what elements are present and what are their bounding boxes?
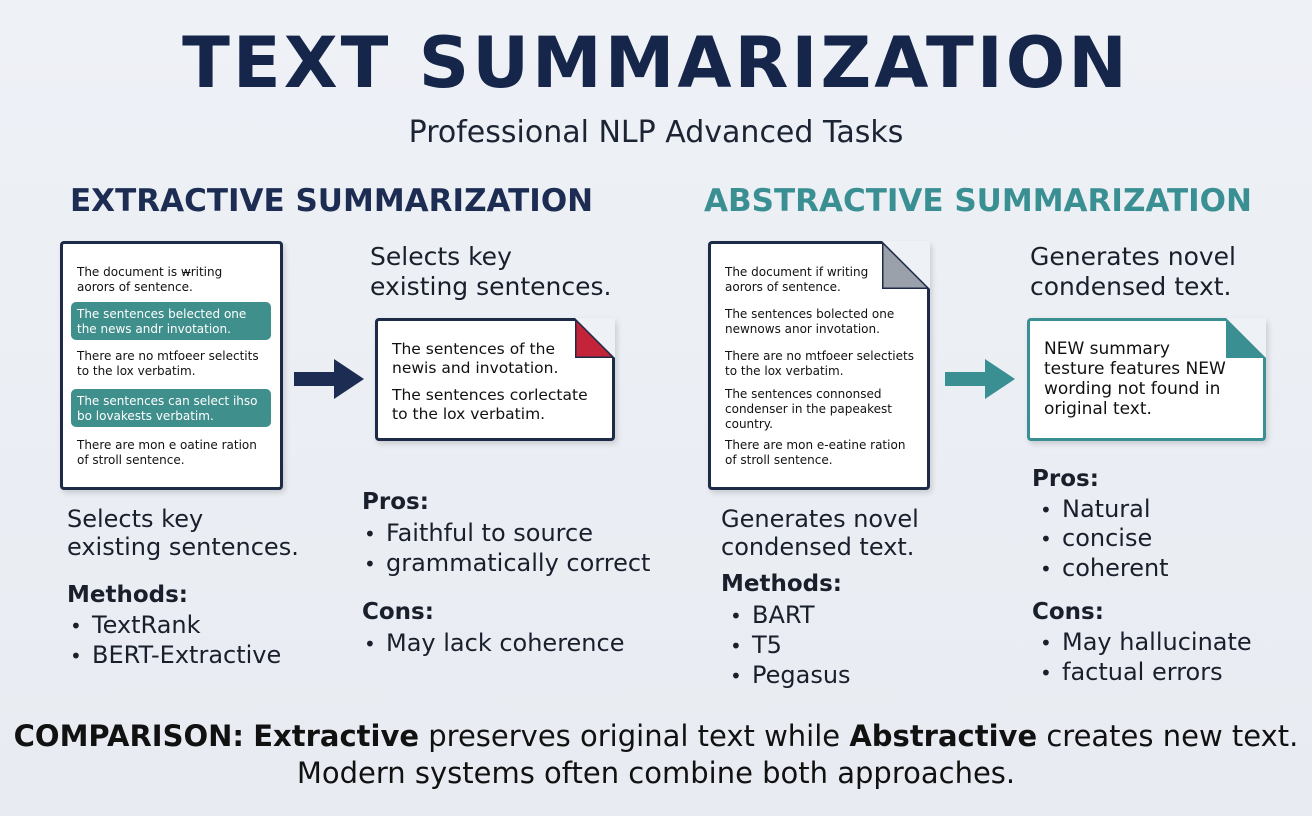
- abstractive-methods-label: Methods:: [721, 571, 843, 597]
- method-item: BART: [730, 600, 814, 631]
- pro-item: Natural: [1040, 494, 1151, 525]
- doc-line: of stroll sentence.: [77, 453, 185, 467]
- doc-line-highlighted: The sentences belected one: [77, 307, 247, 321]
- doc-line: There are no mtfoeer selectits: [77, 349, 259, 363]
- con-item: May hallucinate: [1040, 627, 1252, 658]
- summary-line: wording not found in: [1044, 379, 1221, 399]
- doc-line: The sentences bolected one: [725, 307, 895, 321]
- pro-item: Faithful to source: [364, 518, 593, 549]
- extractive-cons-label: Cons:: [362, 599, 434, 625]
- method-item: TextRank: [70, 610, 201, 641]
- extractive-source-document: The document is w̶riting aorors of sente…: [60, 241, 283, 490]
- abstractive-side-caption-line1: Generates novel: [1030, 242, 1236, 271]
- extractive-methods-label: Methods:: [67, 582, 189, 608]
- extractive-caption-line2: existing sentences.: [67, 533, 299, 561]
- doc-line: newnows anor invotation.: [725, 322, 880, 336]
- folded-corner-icon: [882, 241, 930, 289]
- doc-line: The document if writing: [725, 265, 869, 279]
- method-item: BERT-Extractive: [70, 640, 281, 671]
- comparison-label: COMPARISON:: [13, 719, 244, 753]
- abstractive-caption-line2: condensed text.: [721, 533, 915, 561]
- pro-item: grammatically correct: [364, 548, 650, 579]
- extractive-summary-document: The sentences of the newis and invotatio…: [375, 318, 615, 441]
- pro-item: concise: [1040, 523, 1152, 554]
- extractive-caption-line1: Selects key: [67, 505, 204, 533]
- comparison-mid-text: preserves original text while: [419, 719, 850, 753]
- comparison-footer-line2: Modern systems often combine both approa…: [296, 756, 1016, 790]
- doc-line: to the lox verbatim.: [77, 364, 196, 378]
- pro-item: coherent: [1040, 553, 1169, 584]
- comparison-end-text: creates new text.: [1037, 719, 1299, 753]
- abstractive-heading: ABSTRACTIVE SUMMARIZATION: [704, 183, 1252, 219]
- doc-line: There are mon e oatine ration: [77, 438, 257, 452]
- doc-line: There are no mtfoeer selectiets: [725, 349, 914, 363]
- doc-line: of stroll sentence.: [725, 453, 833, 467]
- doc-line-highlighted: the news andr invotation.: [77, 322, 231, 336]
- doc-line: The sentences connonsed: [725, 387, 882, 401]
- doc-line: country.: [725, 417, 773, 431]
- extractive-pros-label: Pros:: [362, 489, 429, 515]
- abstractive-cons-label: Cons:: [1032, 599, 1104, 625]
- doc-line-highlighted: bo lovakests verbatim.: [77, 409, 214, 423]
- page-title: TEXT SUMMARIZATION: [182, 22, 1130, 104]
- extractive-side-caption-line1: Selects key: [370, 242, 512, 271]
- right-arrow-icon: [294, 359, 364, 399]
- abstractive-term: Abstractive: [849, 719, 1038, 753]
- abstractive-side-caption-line2: condensed text.: [1030, 272, 1232, 301]
- summary-line: The sentences of the: [392, 340, 555, 358]
- con-item: May lack coherence: [364, 628, 624, 659]
- doc-highlight-line: [71, 389, 271, 427]
- page-subtitle: Professional NLP Advanced Tasks: [408, 115, 904, 150]
- abstractive-source-document: The document if writing aorors of senten…: [708, 241, 930, 490]
- summary-line: NEW summary: [1044, 339, 1170, 359]
- abstractive-summary-document: NEW summary testure features NEW wording…: [1027, 318, 1266, 441]
- abstractive-pros-label: Pros:: [1032, 466, 1099, 492]
- summary-line: The sentences corlectate: [392, 386, 588, 404]
- doc-line: aorors of sentence.: [725, 280, 841, 294]
- summary-line: original text.: [1044, 399, 1152, 419]
- summary-line: newis and invotation.: [392, 359, 559, 377]
- doc-line: There are mon e-eatine ration: [725, 438, 906, 452]
- doc-line: to the lox verbatim.: [725, 364, 844, 378]
- extractive-term: Extractive: [253, 719, 420, 753]
- doc-line: condenser in the papeakest: [725, 402, 892, 416]
- doc-highlight-line: [71, 302, 271, 340]
- method-item: T5: [730, 630, 782, 661]
- method-item: Pegasus: [730, 660, 851, 691]
- doc-line-highlighted: The sentences can select ihso: [77, 394, 258, 408]
- right-arrow-icon: [945, 359, 1015, 399]
- doc-line: The document is w̶riting: [77, 265, 223, 279]
- summary-line: to the lox verbatim.: [392, 405, 546, 423]
- extractive-side-caption-line2: existing sentences.: [370, 272, 612, 301]
- doc-line: aorors of sentence.: [77, 280, 193, 294]
- folded-corner-icon: [1226, 318, 1266, 358]
- extractive-heading: EXTRACTIVE SUMMARIZATION: [70, 183, 594, 219]
- con-item: factual errors: [1040, 657, 1223, 688]
- abstractive-caption-line1: Generates novel: [721, 505, 919, 533]
- folded-corner-icon: [575, 318, 615, 358]
- comparison-footer: COMPARISON: Extractive preserves origina…: [0, 718, 1312, 754]
- summary-line: testure features NEW: [1044, 359, 1226, 379]
